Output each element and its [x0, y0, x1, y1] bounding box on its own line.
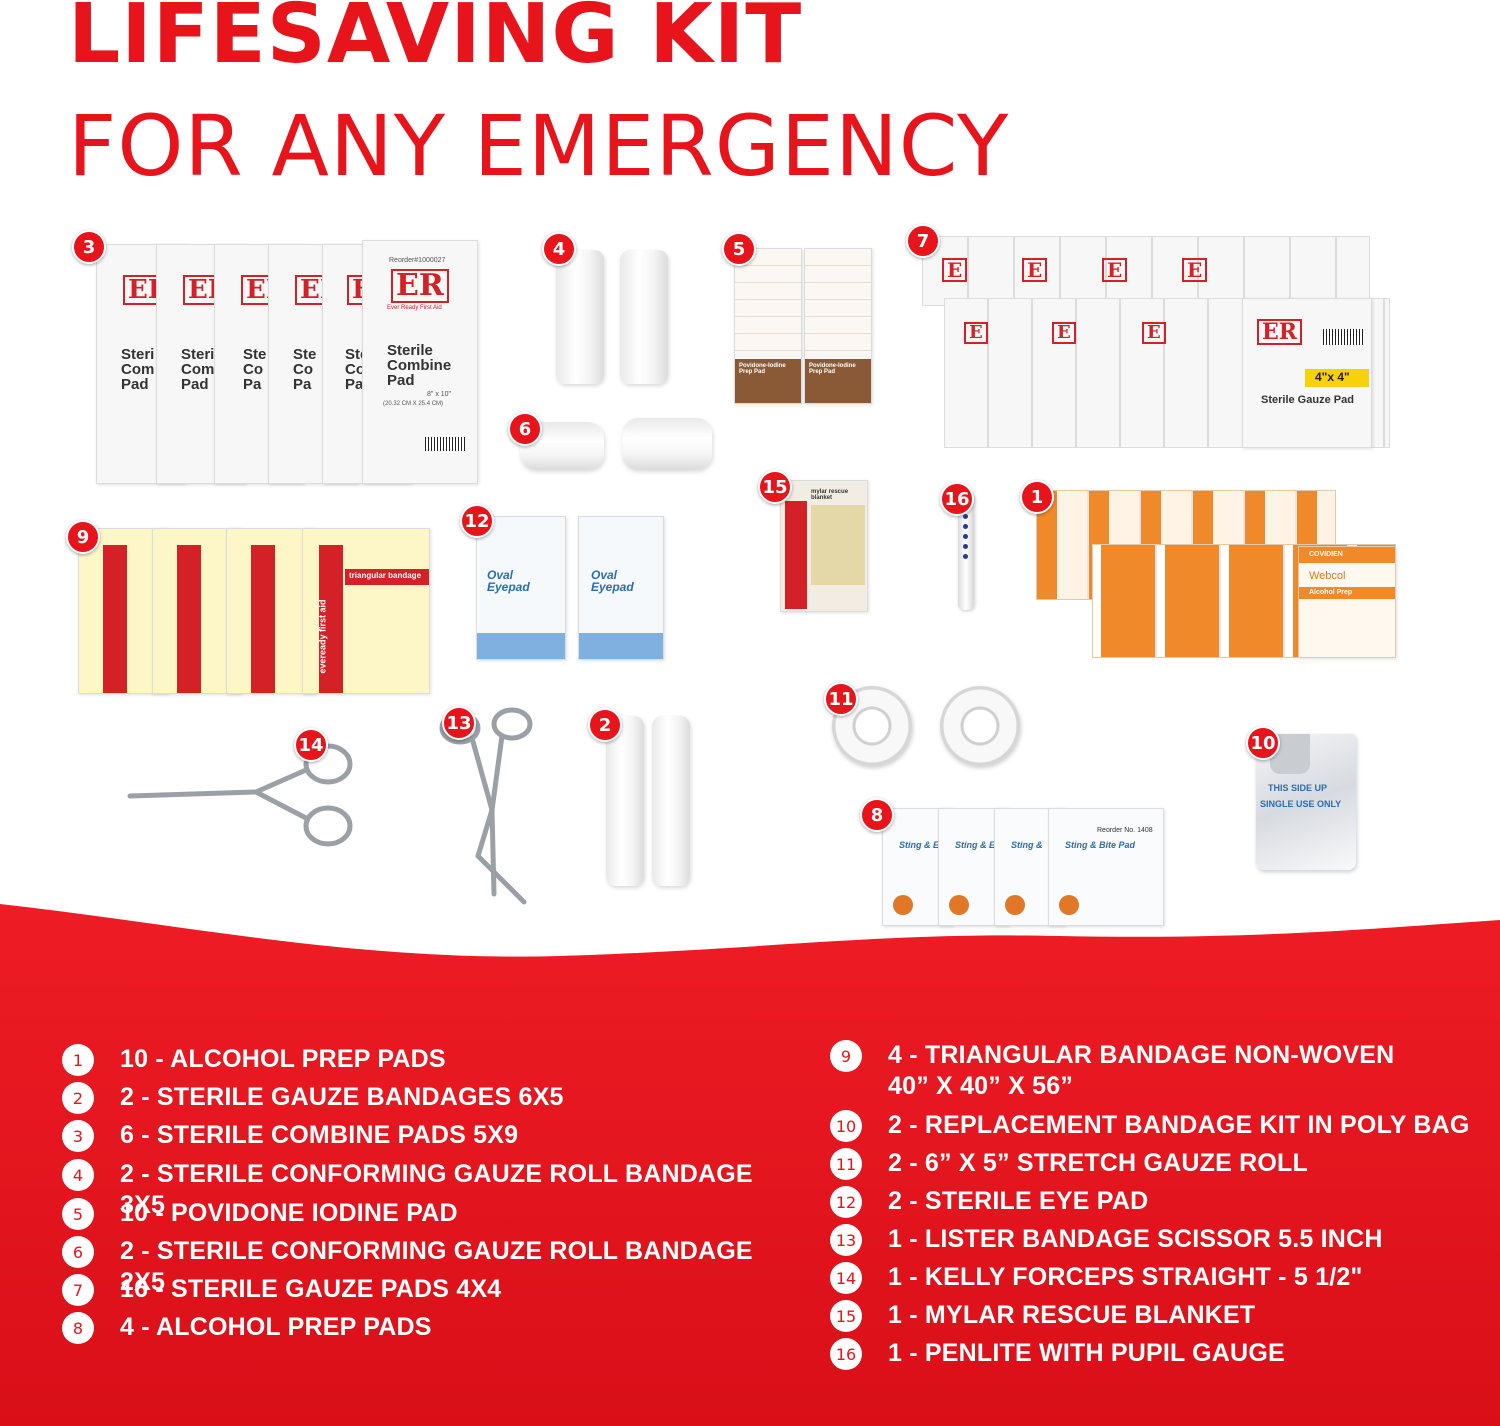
badge-1: 1	[1020, 480, 1054, 514]
badge-7: 7	[906, 224, 940, 258]
kelly-forceps-icon	[127, 743, 353, 847]
gauze-roll	[620, 250, 668, 384]
item-text: 2 - STERILE EYE PAD	[888, 1187, 1149, 1215]
badge-13: 13	[442, 706, 476, 740]
alcohol-pad-packet: COVIDIEN Webcol Alcohol Prep	[1298, 546, 1396, 658]
list-item: 15 1 - MYLAR RESCUE BLANKET	[830, 1300, 1255, 1332]
list-item: 9 4 - TRIANGULAR BANDAGE NON-WOVEN 40” X…	[830, 1040, 1394, 1101]
badge-4: 4	[542, 232, 576, 266]
items-list-right: 9 4 - TRIANGULAR BANDAGE NON-WOVEN 40” X…	[830, 1040, 1480, 1374]
item-text: 2 - REPLACEMENT BANDAGE KIT IN POLY BAG	[888, 1111, 1470, 1139]
item-number: 15	[830, 1300, 862, 1332]
sting-bite-pads-group: Sting & E Sting & E Sting & Reorder No. …	[882, 808, 1164, 926]
item-text: 2 - STERILE CONFORMING GAUZE ROLL BANDAG…	[120, 1160, 753, 1219]
badge-8: 8	[860, 798, 894, 832]
penlight	[958, 492, 974, 610]
gauze-bandage	[606, 716, 644, 886]
list-item: 7 16 - STERILE GAUZE PADS 4X4	[62, 1274, 501, 1306]
items-list-left: 1 10 - ALCOHOL PREP PADS 2 2 - STERILE G…	[62, 1044, 802, 1354]
item-text: 1 - MYLAR RESCUE BLANKET	[888, 1301, 1256, 1329]
list-item: 5 10 - POVIDONE IODINE PAD	[62, 1198, 458, 1230]
item-text: 1 - LISTER BANDAGE SCISSOR 5.5 INCH	[888, 1225, 1383, 1253]
triangular-bandages-group: eveready first aid triangular bandage	[78, 528, 430, 694]
triangular-bandage-packet: eveready first aid triangular bandage	[302, 528, 430, 694]
item-text: 6 - STERILE COMBINE PADS 5X9	[120, 1121, 519, 1149]
list-item: 16 1 - PENLITE WITH PUPIL GAUGE	[830, 1338, 1285, 1370]
item-text: 10 - POVIDONE IODINE PAD	[120, 1199, 458, 1227]
item-number: 9	[830, 1040, 862, 1072]
eye-pad-packet: Oval Eyepad	[476, 516, 566, 660]
item-number: 11	[830, 1148, 862, 1180]
list-item: 1 10 - ALCOHOL PREP PADS	[62, 1044, 446, 1076]
list-item: 13 1 - LISTER BANDAGE SCISSOR 5.5 INCH	[830, 1224, 1383, 1256]
item-text: 1 - KELLY FORCEPS STRAIGHT - 5 1/2"	[888, 1263, 1363, 1291]
item-text: 16 - STERILE GAUZE PADS 4X4	[120, 1275, 502, 1303]
combine-pad-packet-front: Reorder#1000027 ER Ever Ready First Aid …	[362, 240, 478, 484]
title-line-2: FOR ANY EMERGENCY	[68, 97, 1010, 195]
red-wave-background	[0, 904, 1500, 1426]
list-item: 12 2 - STERILE EYE PAD	[830, 1186, 1148, 1218]
item-text: 4 - TRIANGULAR BANDAGE NON-WOVEN 40” X 4…	[888, 1040, 1394, 1101]
list-item: 11 2 - 6” X 5” STRETCH GAUZE ROLL	[830, 1148, 1308, 1180]
alcohol-pads-group: COVIDIEN Webcol Alcohol Prep	[1036, 490, 1396, 658]
badge-2: 2	[588, 708, 622, 742]
item-text: 4 - ALCOHOL PREP PADS	[120, 1313, 432, 1341]
badge-3: 3	[72, 230, 106, 264]
gauze-roll	[622, 418, 712, 470]
item-number: 14	[830, 1262, 862, 1294]
item-number: 7	[62, 1274, 94, 1306]
item-number: 6	[62, 1236, 94, 1268]
item-text-line-1: 4 - TRIANGULAR BANDAGE NON-WOVEN	[888, 1041, 1395, 1069]
badge-5: 5	[722, 232, 756, 266]
item-text: 1 - PENLITE WITH PUPIL GAUGE	[888, 1339, 1285, 1367]
title-line-1: LIFESAVING KIT	[68, 0, 803, 82]
gauze-roll	[556, 250, 604, 384]
list-item: 4 2 - STERILE CONFORMING GAUZE ROLL BAND…	[62, 1159, 802, 1220]
item-text: 2 - STERILE CONFORMING GAUZE ROLL BANDAG…	[120, 1237, 753, 1296]
item-number: 4	[62, 1159, 94, 1191]
list-item: 8 4 - ALCOHOL PREP PADS	[62, 1312, 432, 1344]
item-text: 2 - STERILE GAUZE BANDAGES 6X5	[120, 1083, 564, 1111]
badge-16: 16	[940, 482, 974, 516]
item-number: 5	[62, 1198, 94, 1230]
item-number: 8	[62, 1312, 94, 1344]
item-number: 1	[62, 1044, 94, 1076]
item-number: 13	[830, 1224, 862, 1256]
list-item: 10 2 - REPLACEMENT BANDAGE KIT IN POLY B…	[830, 1110, 1469, 1142]
item-text-line-2: 40” X 40” X 56”	[888, 1071, 1074, 1100]
item-number: 10	[830, 1110, 862, 1142]
item-text: 2 - 6” X 5” STRETCH GAUZE ROLL	[888, 1149, 1308, 1177]
item-number: 12	[830, 1186, 862, 1218]
item-text: 10 - ALCOHOL PREP PADS	[120, 1045, 446, 1073]
badge-11: 11	[824, 682, 858, 716]
eye-pads-group: Oval Eyepad Oval Eyepad	[476, 516, 664, 660]
list-item: 6 2 - STERILE CONFORMING GAUZE ROLL BAND…	[62, 1236, 802, 1297]
stretch-gauze-roll	[940, 686, 1020, 766]
item-number: 2	[62, 1082, 94, 1114]
badge-6: 6	[508, 412, 542, 446]
list-item: 2 2 - STERILE GAUZE BANDAGES 6X5	[62, 1082, 564, 1114]
badge-12: 12	[460, 504, 494, 538]
list-item: 14 1 - KELLY FORCEPS STRAIGHT - 5 1/2"	[830, 1262, 1363, 1294]
gauze-bandage	[652, 716, 690, 886]
badge-10: 10	[1246, 726, 1280, 760]
badge-9: 9	[66, 520, 100, 554]
list-item: 3 6 - STERILE COMBINE PADS 5X9	[62, 1120, 518, 1152]
gauze-pads-group: E E E E ER 4"x 4" Sterile Gauze Pad E E …	[922, 236, 1390, 448]
sting-bite-pad-packet: Reorder No. 1408 Sting & Bite Pad	[1048, 808, 1164, 926]
badge-15: 15	[758, 470, 792, 504]
eye-pad-packet: Oval Eyepad	[578, 516, 664, 660]
iodine-pads-group: Povidone-Iodine Prep Pad Povidone-Iodine…	[734, 248, 872, 404]
item-number: 16	[830, 1338, 862, 1370]
badge-14: 14	[294, 728, 328, 762]
gauze-pad-packet-front: ER 4"x 4" Sterile Gauze Pad	[1242, 298, 1372, 448]
item-number: 3	[62, 1120, 94, 1152]
mylar-blanket: mylar rescue blanket	[780, 480, 868, 612]
